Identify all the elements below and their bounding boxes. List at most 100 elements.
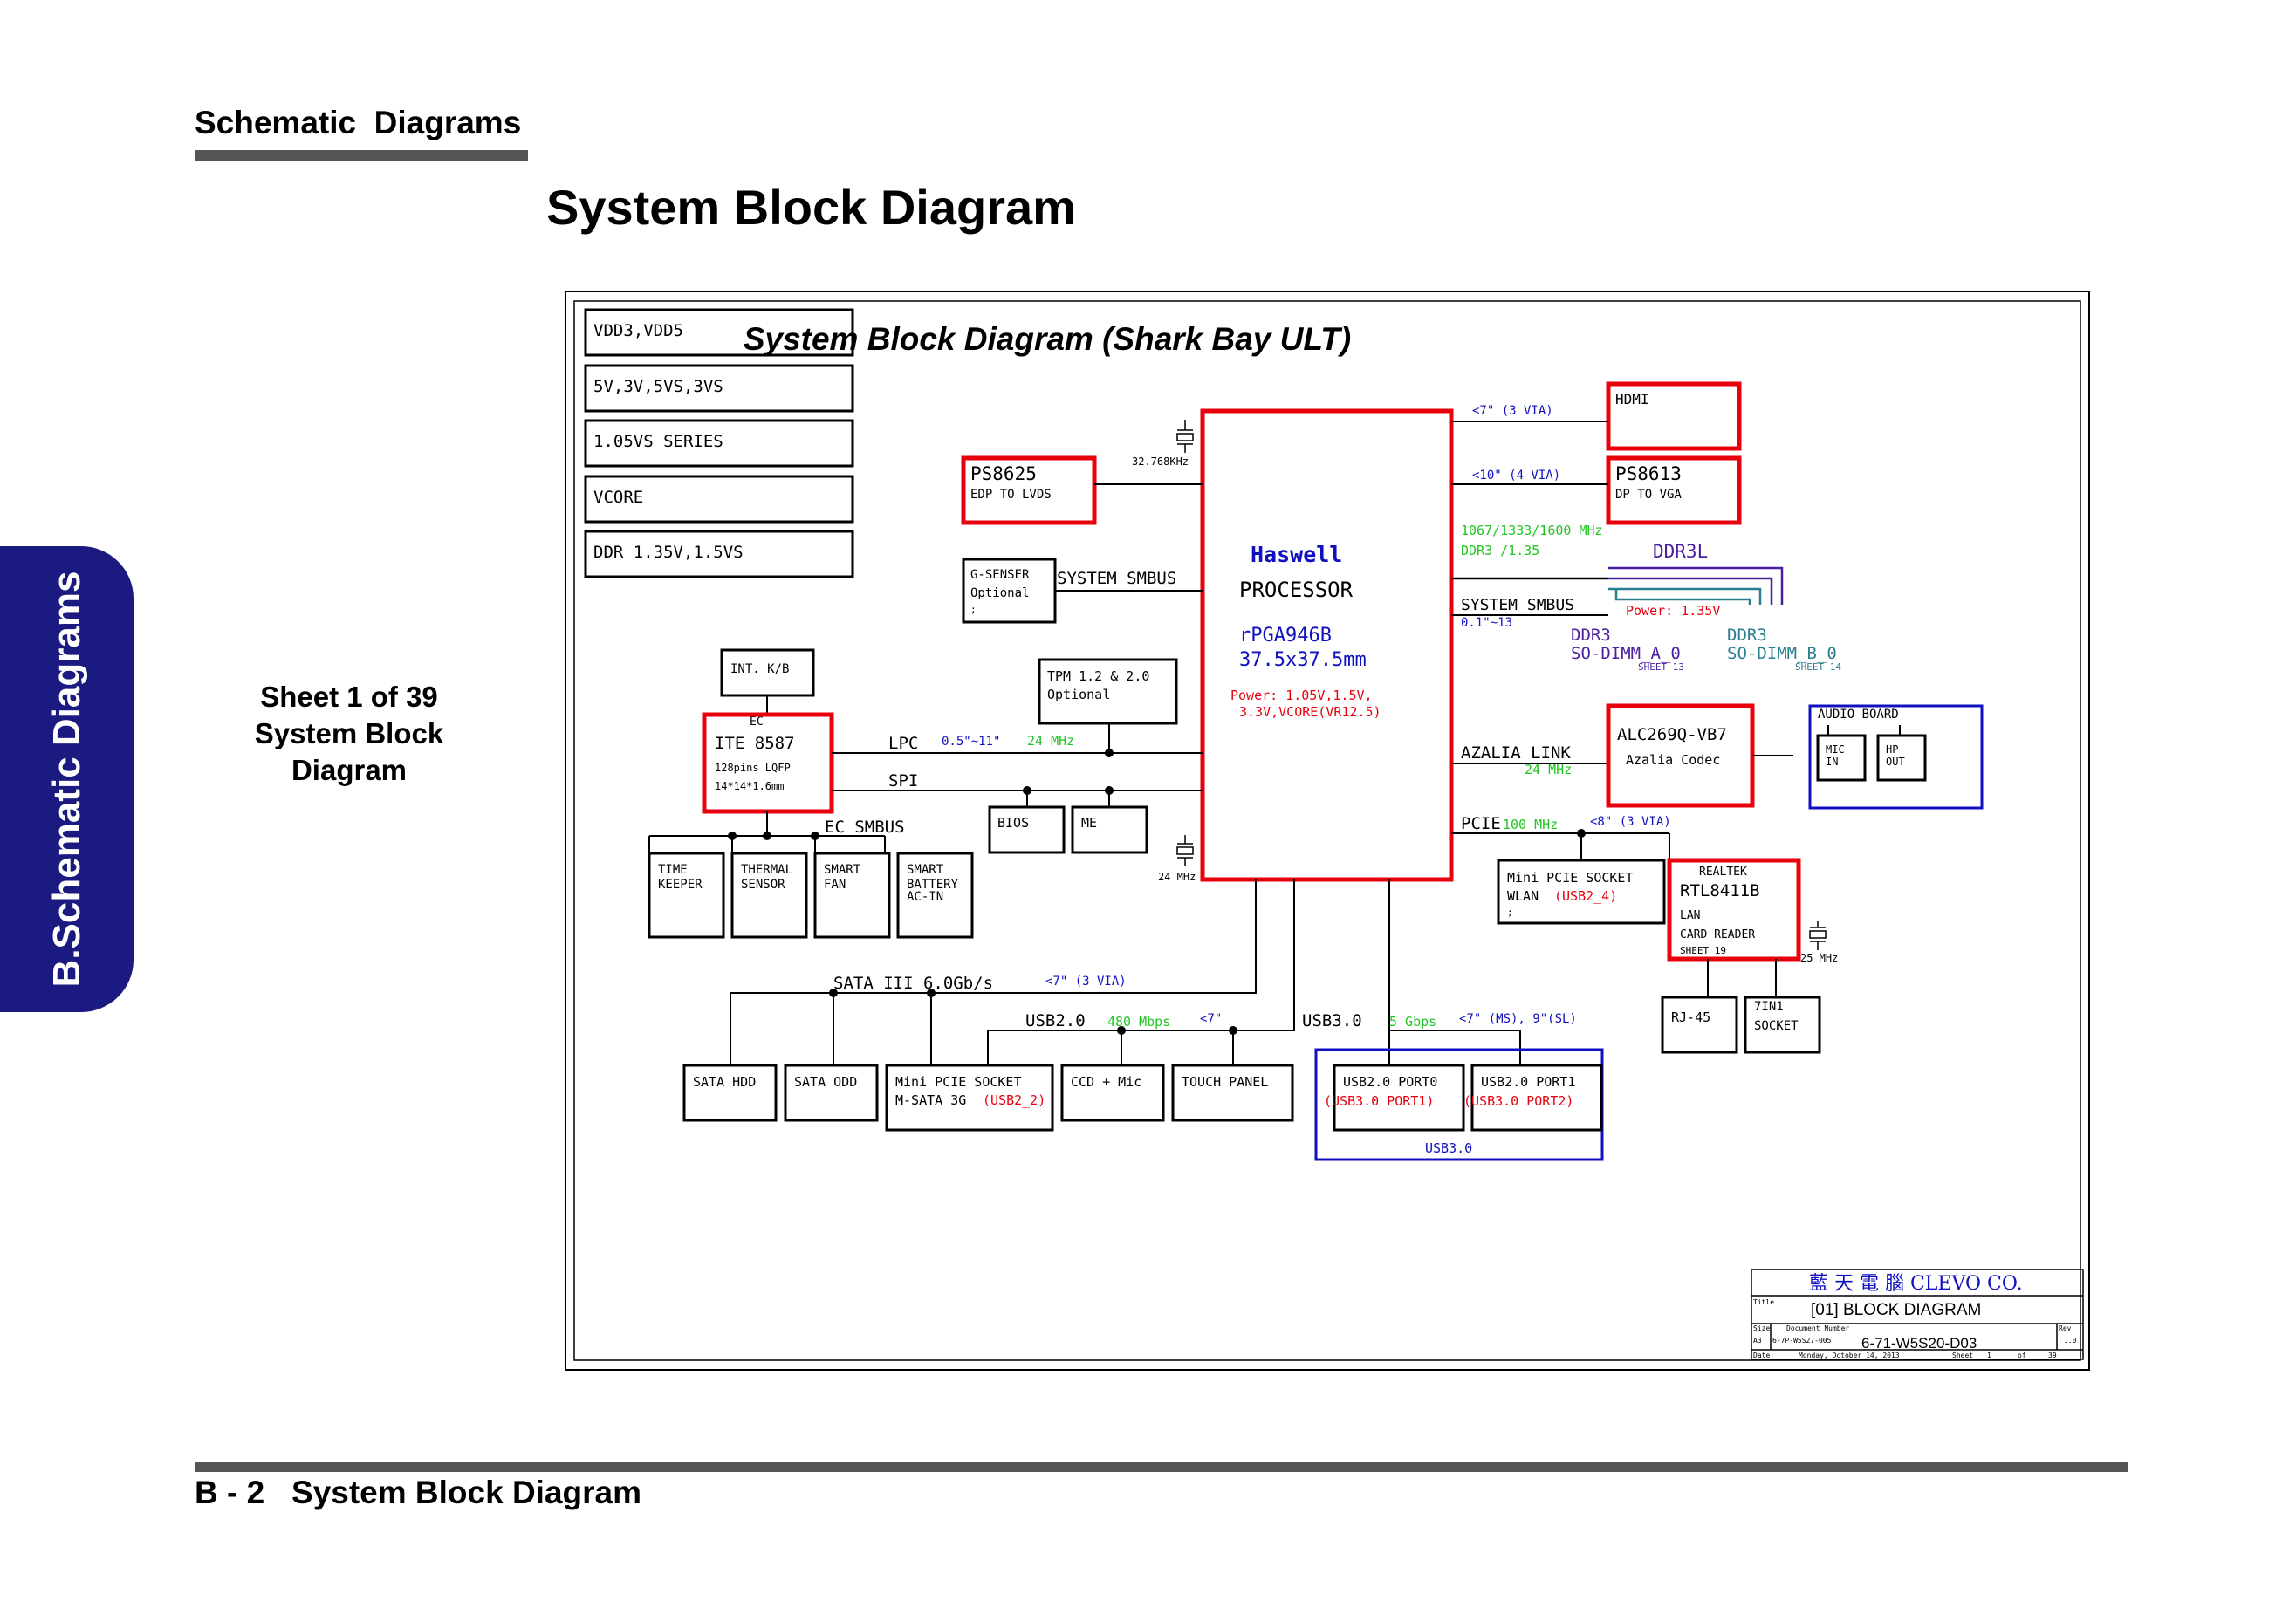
audio-board[interactable] bbox=[1808, 704, 1984, 810]
mic-jack[interactable] bbox=[1816, 734, 1867, 782]
smart-battery-block[interactable] bbox=[896, 852, 974, 939]
clock-32k: 32.768KHz bbox=[1132, 455, 1189, 468]
device-label: KEEPER bbox=[658, 878, 703, 892]
card-socket-block[interactable] bbox=[1744, 996, 1821, 1054]
bios-block[interactable] bbox=[988, 805, 1066, 854]
usb3-label: USB3.0 bbox=[1302, 1011, 1362, 1030]
cpu-type: PROCESSOR bbox=[1239, 578, 1354, 602]
cpu-block[interactable] bbox=[1200, 408, 1454, 882]
wlan-block[interactable] bbox=[1497, 859, 1666, 925]
usb-port0-label: USB2.0 PORT0 bbox=[1343, 1074, 1437, 1090]
usb2-speed: 480 Mbps bbox=[1107, 1014, 1170, 1030]
touch-panel-label: TOUCH PANEL bbox=[1182, 1074, 1268, 1090]
hdmi-label: HDMI bbox=[1615, 391, 1649, 407]
junction-dot bbox=[728, 832, 737, 840]
ps8613-block[interactable] bbox=[1606, 455, 1742, 525]
clock-24m: 24 MHz bbox=[1158, 871, 1196, 883]
me-block[interactable] bbox=[1071, 805, 1148, 854]
cpu-power: Power: 1.05V,1.5V, bbox=[1230, 688, 1373, 703]
docnum-value: 6-7P-W5S27-005 bbox=[1772, 1337, 1832, 1345]
ddr-label: DDR3L bbox=[1653, 541, 1708, 562]
ccd-label: CCD + Mic bbox=[1071, 1074, 1141, 1090]
ps8613-desc: DP TO VGA bbox=[1615, 488, 1682, 502]
tpm-block[interactable] bbox=[1038, 658, 1178, 725]
diagram-title: System Block Diagram (Shark Bay ULT) bbox=[744, 321, 1351, 357]
azalia-frequency: 24 MHz bbox=[1525, 762, 1572, 777]
lpc-frequency: 24 MHz bbox=[1027, 733, 1074, 749]
section-header-rule bbox=[195, 150, 528, 161]
usb2-label: USB2.0 bbox=[1025, 1011, 1086, 1030]
hdmi-block[interactable] bbox=[1606, 381, 1742, 451]
ps8625-desc: EDP TO LVDS bbox=[970, 488, 1052, 502]
sata-hdd-block[interactable] bbox=[682, 1064, 778, 1122]
power-rail-box bbox=[584, 364, 854, 413]
spi-label: SPI bbox=[888, 771, 918, 790]
cpu-package: rPGA946B bbox=[1239, 625, 1332, 647]
junction-dot bbox=[1229, 1026, 1237, 1035]
sata-label: SATA III 6.0Gb/s bbox=[833, 974, 993, 993]
pcie-length: <8" (3 VIA) bbox=[1590, 815, 1671, 829]
codec-name: ALC269Q-VB7 bbox=[1617, 725, 1727, 744]
sata-odd-label: SATA ODD bbox=[794, 1074, 857, 1090]
ec-package: 128pins LQFP bbox=[715, 762, 791, 774]
junction-dot bbox=[1023, 786, 1031, 795]
hp-jack[interactable] bbox=[1876, 734, 1927, 782]
device-label: SENSOR bbox=[741, 878, 785, 892]
dimm-b-type: DDR3 bbox=[1727, 626, 1767, 645]
smart-fan-block[interactable] bbox=[813, 852, 891, 939]
sata-odd-block[interactable] bbox=[784, 1064, 879, 1122]
time-keeper-block[interactable] bbox=[648, 852, 725, 939]
power-rail-box bbox=[584, 530, 854, 578]
device-label: THERMAL bbox=[741, 863, 792, 877]
rj45-label: RJ-45 bbox=[1671, 1009, 1710, 1025]
usb2-length: <7" bbox=[1200, 1012, 1222, 1026]
usb-port0-block[interactable] bbox=[1333, 1064, 1465, 1132]
ddr-power: Power: 1.35V bbox=[1626, 603, 1720, 619]
sheet-info: Sheet 1 of 39 System Block Diagram bbox=[227, 679, 471, 789]
msata-block[interactable] bbox=[885, 1064, 1054, 1132]
page-title: System Block Diagram bbox=[546, 180, 1076, 235]
usb3-speed: 5 Gbps bbox=[1389, 1014, 1436, 1030]
tpm-optional: Optional bbox=[1047, 687, 1110, 702]
usb-port1-alt: (USB3.0 PORT2) bbox=[1463, 1093, 1573, 1109]
bios-label: BIOS bbox=[997, 815, 1029, 831]
wlan-note: ; bbox=[1507, 907, 1513, 918]
usb-port1-label: USB2.0 PORT1 bbox=[1481, 1074, 1575, 1090]
msata-label: Mini PCIE SOCKET bbox=[895, 1074, 1022, 1090]
side-tab[interactable] bbox=[0, 546, 134, 1012]
device-label: TIME bbox=[658, 863, 688, 877]
hp-label: HP bbox=[1886, 743, 1898, 756]
date-value: Monday, October 14, 2013 bbox=[1799, 1352, 1900, 1359]
lan-block[interactable] bbox=[1667, 858, 1801, 962]
card-socket-label: SOCKET bbox=[1754, 1019, 1799, 1033]
usb-port1-block[interactable] bbox=[1470, 1064, 1603, 1132]
junction-dot bbox=[927, 989, 936, 997]
junction-dot bbox=[1117, 1026, 1126, 1035]
crystal-24m bbox=[1176, 835, 1194, 866]
dimm-a-type: DDR3 bbox=[1571, 626, 1611, 645]
rj45-block[interactable] bbox=[1661, 996, 1738, 1054]
dimm-a-name: SO-DIMM_A_0 bbox=[1571, 644, 1681, 663]
power-rails: VDD3,VDD5 5V,3V,5VS,3VS 1.05VS SERIES VC… bbox=[584, 308, 854, 578]
of-label: of bbox=[2018, 1352, 2026, 1359]
rev-value: 1.0 bbox=[2064, 1337, 2077, 1345]
lpc-length: 0.5"~11" bbox=[942, 735, 1000, 749]
docnum-label: Document Number bbox=[1786, 1324, 1849, 1332]
lan-vendor: REALTEK bbox=[1699, 866, 1747, 879]
sata-bus bbox=[730, 879, 1257, 1065]
codec-desc: Azalia Codec bbox=[1626, 752, 1720, 768]
ccd-block[interactable] bbox=[1060, 1064, 1165, 1122]
ps8625-block[interactable] bbox=[961, 455, 1097, 525]
thermal-sensor-block[interactable] bbox=[730, 852, 808, 939]
touch-panel-block[interactable] bbox=[1171, 1064, 1294, 1122]
title-block bbox=[1751, 1269, 2084, 1360]
azalia-label: AZALIA LINK bbox=[1461, 743, 1571, 763]
cpu-name: Haswell bbox=[1251, 542, 1342, 567]
power-rail-label: DDR 1.35V,1.5VS bbox=[593, 543, 744, 562]
footer-label: B - 2 System Block Diagram bbox=[195, 1475, 642, 1510]
sata-hdd-label: SATA HDD bbox=[693, 1074, 756, 1090]
sheet-info-line-2: System Block bbox=[254, 717, 444, 749]
power-rail-box bbox=[584, 475, 854, 524]
ddr-bus bbox=[1451, 566, 1784, 605]
ddr-smbus-label: SYSTEM SMBUS bbox=[1461, 596, 1574, 614]
